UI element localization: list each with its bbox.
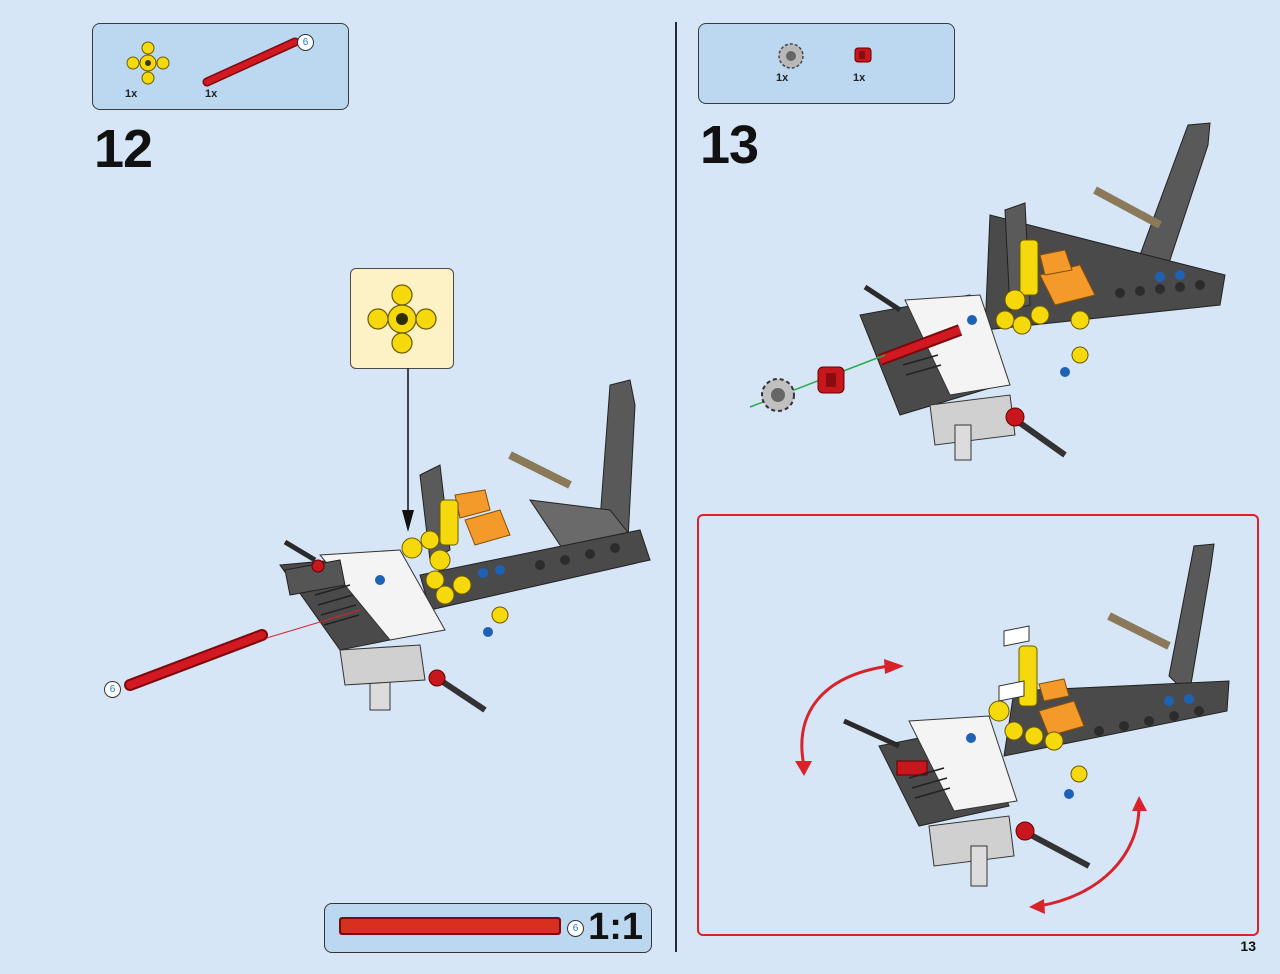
gear-icon [778,43,804,69]
page-divider [675,22,677,952]
yellow-connector-icon [126,41,170,85]
step-12-callout [350,268,454,369]
axle-length-badge: 6 [104,681,121,698]
axle-length-badge: 6 [567,920,584,937]
axle-length-badge: 6 [297,34,314,51]
part-qty: 1x [125,88,138,100]
page-number: 13 [1240,938,1256,954]
step-12-model [124,368,652,713]
part-qty: 1x [205,88,218,100]
red-axle-icon [202,37,300,87]
red-axle-icon [339,917,561,935]
rotation-view-frame [697,514,1259,936]
step-number: 13 [700,115,759,175]
scale-ruler: 6 1:1 [324,903,652,953]
step-13-parts-list: 1x 1x [698,23,955,104]
step-number: 12 [94,119,153,179]
scale-label: 1:1 [588,906,643,948]
red-bush-icon [854,47,872,63]
step-12-parts-list: 1x 1x 6 [92,23,349,110]
part-qty: 1x [853,72,866,84]
rotated-model [795,543,1230,914]
step-13-model [749,122,1226,461]
part-qty: 1x [776,72,789,84]
yellow-connector-icon [367,284,437,354]
